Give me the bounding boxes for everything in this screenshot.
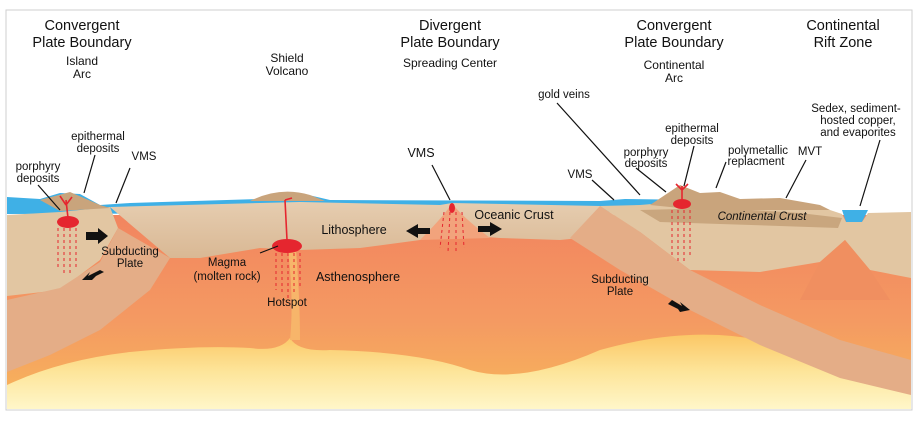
label-subducting-right-1: Subducting [591,274,649,286]
label-continental-crust: Continental Crust [718,211,808,223]
island-arc-magma [57,216,79,228]
label-subducting-right-2: Plate [607,286,633,298]
shield-veins [284,197,293,241]
heading-divergent-1: Divergent [419,18,481,34]
hotspot-plume [288,250,300,340]
label-magma-2: (molten rock) [193,271,260,283]
heading-rift-1: Continental [806,18,879,34]
label-subducting-left-2: Plate [117,258,143,270]
sub-island-arc-2: Arc [73,67,91,81]
ocean-rift [842,210,868,222]
label-vms-left: VMS [132,151,157,163]
deep-mantle-core [7,334,911,409]
label-mvt: MVT [798,146,822,158]
sub-island-arc-1: Island [66,54,98,68]
heading-convergent-right-1: Convergent [637,18,712,34]
left-subducting-slab [7,228,170,372]
label-porphyry-left-2: deposits [17,173,60,185]
label-lithosphere: Lithosphere [321,223,386,237]
label-porphyry-right-1: porphyry [624,147,669,159]
magma-ascent-lines [57,210,691,298]
sub-spreading: Spreading Center [403,56,497,70]
hotspot-magma [272,239,302,253]
spreading-ridge [420,203,490,240]
label-epithermal-left-2: deposits [77,143,120,155]
label-polymetallic-2: replacment [728,156,786,168]
leader-lines [37,102,881,254]
label-gold-veins: gold veins [538,89,590,101]
label-vms-center: VMS [407,146,434,160]
label-hotspot: Hotspot [267,297,307,309]
label-oceanic-crust: Oceanic Crust [474,208,554,222]
label-polymetallic-1: polymetallic [728,145,788,157]
plate-motion-arrows [82,222,690,312]
sub-shield-2: Volcano [266,64,309,78]
heading-convergent-right-2: Plate Boundary [624,35,724,51]
heading-convergent-left-1: Convergent [45,18,120,34]
continental-arc-volcano [650,185,830,210]
label-porphyry-left-1: porphyry [16,161,61,173]
sub-shield-1: Shield [270,51,303,65]
heading-divergent-2: Plate Boundary [400,35,500,51]
label-asthenosphere: Asthenosphere [316,270,400,284]
label-sedex-2: hosted copper, [820,115,895,127]
island-arc-veins [59,195,73,219]
left-overriding-plate [7,207,118,296]
label-epithermal-left-1: epithermal [71,131,125,143]
label-epithermal-right-1: epithermal [665,123,719,135]
label-sedex-1: Sedex, sediment- [811,103,901,115]
ridge-magma [449,203,455,213]
heading-convergent-left-2: Plate Boundary [32,35,132,51]
island-arc-volcano [40,192,110,211]
label-vms-right: VMS [568,169,593,181]
diagram-frame [5,9,913,411]
arc-magma [673,199,691,209]
sub-cont-arc-2: Arc [665,71,683,85]
heading-rift-2: Rift Zone [814,35,873,51]
label-subducting-left-1: Subducting [101,246,159,258]
label-porphyry-right-2: deposits [625,158,668,170]
rift-upwelling [800,240,890,300]
oceanic-lithosphere [110,202,640,258]
label-magma-1: Magma [208,257,247,269]
shield-volcano [250,191,325,201]
right-subducting-slab [570,206,911,395]
sub-cont-arc-1: Continental [644,58,705,72]
label-sedex-3: and evaporites [820,127,896,139]
label-epithermal-right-2: deposits [671,135,714,147]
arc-veins [675,183,689,200]
